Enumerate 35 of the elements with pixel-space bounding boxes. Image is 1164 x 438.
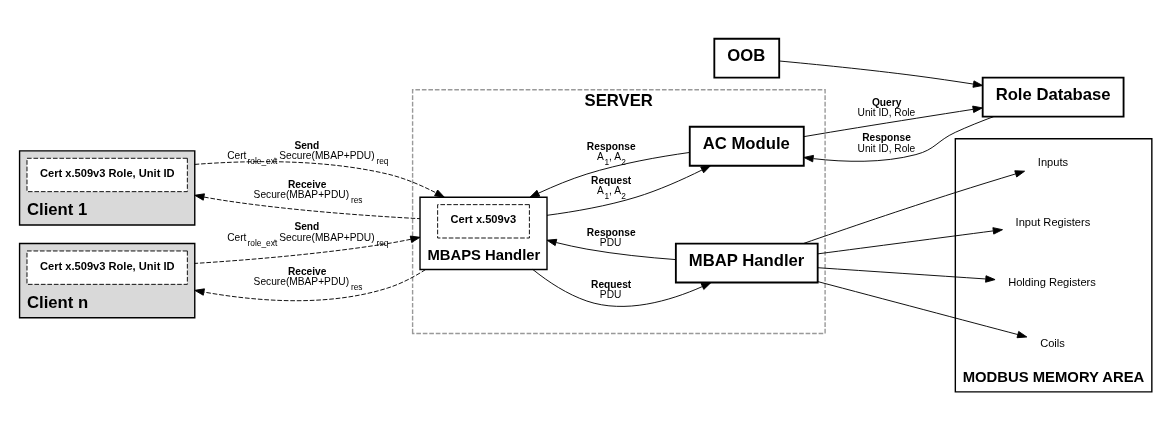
arrow	[529, 152, 690, 198]
node-box: Role Database	[981, 76, 1125, 118]
arrow	[803, 105, 983, 138]
node-box: MBAP Handler	[674, 242, 819, 284]
arrow	[194, 193, 421, 220]
node-box: AC Module	[688, 125, 805, 167]
arrow	[778, 60, 984, 88]
edge-label: Request PDU	[591, 278, 632, 301]
node-text: Inputs	[1037, 155, 1069, 168]
node-text: Input Registers	[1015, 216, 1091, 229]
edge-label: Response Unit ID, Role	[857, 132, 916, 154]
edge-label: Send Cert$_{role_ext}$, Secure(MBAP+PDU)$_{req}$	[227, 221, 389, 248]
node-box: OOB	[713, 37, 781, 79]
edge-label: Request A$_{1}$, A$_{2}$	[591, 175, 632, 202]
arrow	[194, 161, 445, 198]
arrow	[803, 116, 995, 163]
arrow	[546, 238, 677, 261]
arrow	[546, 165, 711, 216]
arrow	[817, 267, 996, 283]
edge-label: Receive Secure(MBAP+PDU)$_{res}$	[253, 265, 363, 293]
edge-label: Response A$_{1}$, A$_{2}$	[586, 140, 636, 167]
arrow	[817, 281, 1028, 339]
edge-label: Query Unit ID, Role	[857, 97, 916, 119]
node-text: Holding Registers	[1008, 276, 1096, 289]
edge-label: Receive Secure(MBAP+PDU)$_{res}$	[253, 178, 363, 205]
arrow	[194, 269, 427, 302]
edge-label: Response PDU	[586, 226, 636, 249]
arrow	[194, 235, 421, 264]
node-box: Cert x.509v3 Role, Unit ID	[26, 157, 188, 193]
node-text: Coils	[1040, 336, 1065, 349]
arrow	[803, 170, 1026, 244]
arrow	[532, 269, 712, 307]
node-box: Cert x.509v3 Role, Unit ID	[26, 250, 188, 285]
arrow	[817, 227, 1003, 255]
node-box: Cert x.509v3	[437, 204, 530, 239]
